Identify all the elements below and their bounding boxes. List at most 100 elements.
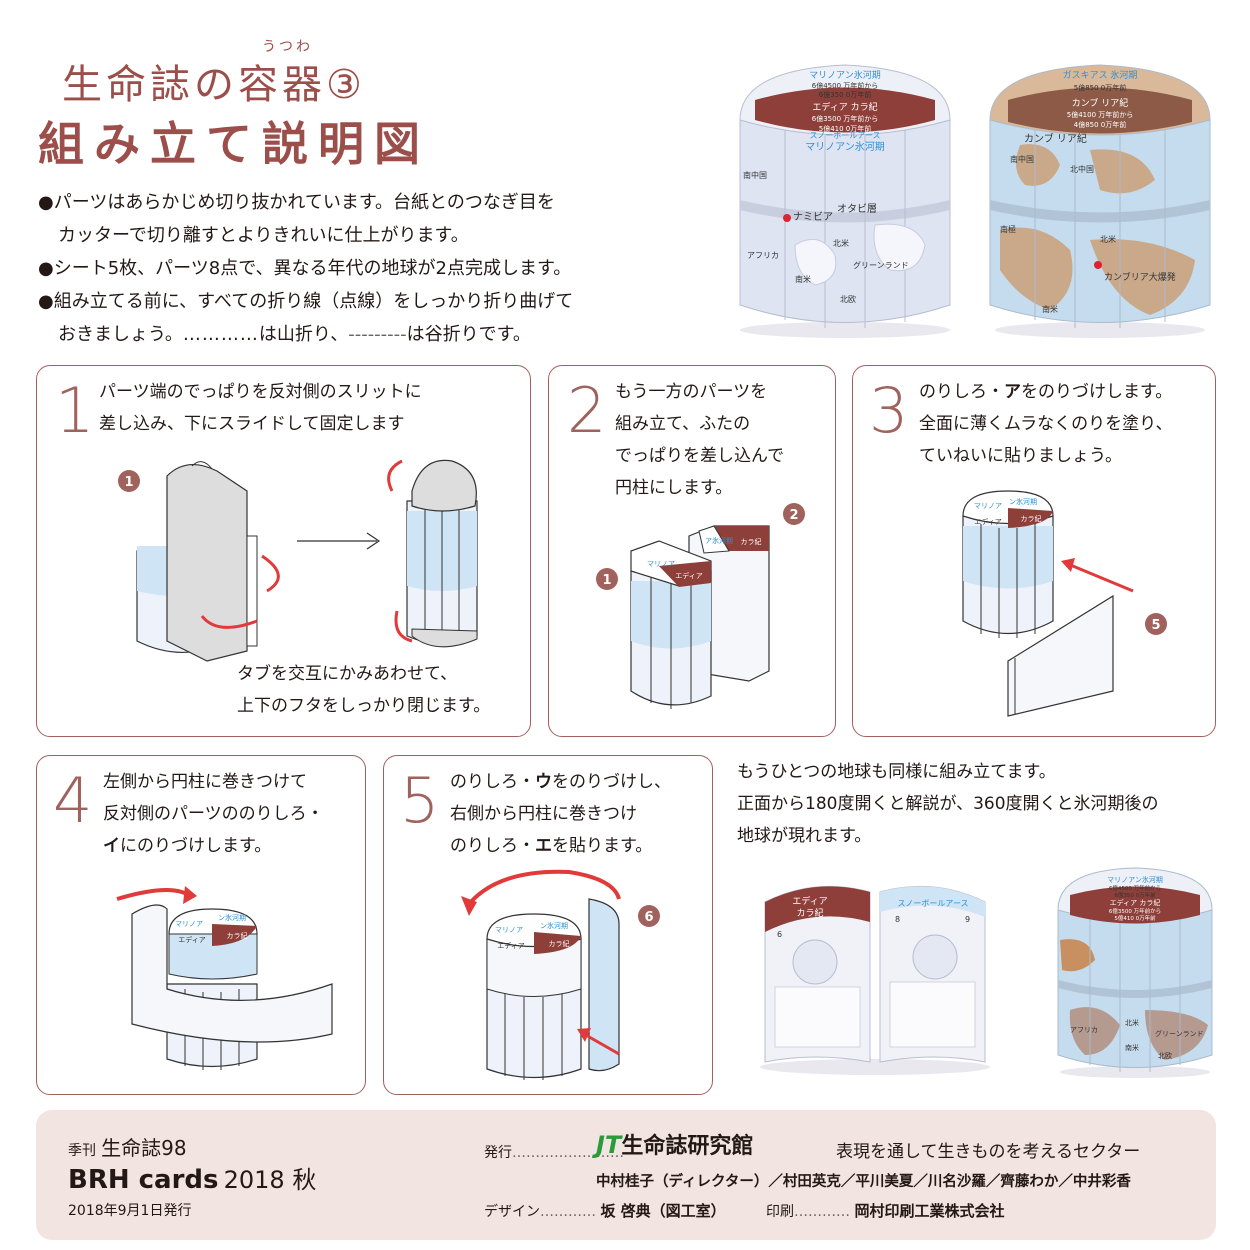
photo-label: カンブ リア紀 xyxy=(1024,132,1087,145)
step-number: 2 xyxy=(567,374,607,447)
bullet: ● xyxy=(38,258,54,279)
photo-label: マリノアン氷河期 xyxy=(805,140,885,153)
photo-label: 5億850 0万年前 xyxy=(1074,83,1127,92)
photo-label: 6億3500 万年前から xyxy=(812,114,879,123)
title-ruby: うつわ xyxy=(262,39,313,55)
photo-label: グリーンランド xyxy=(1155,1029,1204,1038)
photo-label: アフリカ xyxy=(747,251,779,260)
step-number: 5 xyxy=(400,764,440,837)
leader-dots: ………… xyxy=(794,1204,850,1220)
photo-label: 5億410 0万年前 xyxy=(819,124,872,133)
intro-line: おきましょう。…………は山折り、---------は谷折りです。 xyxy=(38,318,698,351)
step-caption: 上下のフタをしっかり閉じます。 xyxy=(237,696,491,716)
quarterly-label: 季刊 xyxy=(68,1143,96,1159)
page-subtitle: 組み立て説明図 xyxy=(38,117,430,171)
design-label: デザイン xyxy=(484,1204,540,1220)
photo-label: 6億4500 万年前から xyxy=(1109,884,1161,892)
intro-line: ●組み立てる前に、すべての折り線（点線）をしっかり折り曲げて xyxy=(38,285,698,318)
step-5-illustration: 6 マリノア ン氷河期 エディア カラ紀 xyxy=(461,869,660,1080)
badge-number: 1 xyxy=(602,573,611,588)
piece-label: ア氷河期 xyxy=(705,536,733,545)
photo-label: 5億4100 万年前から xyxy=(1067,110,1134,119)
page-title: 生命誌の容器③ xyxy=(62,62,366,108)
step-text-part: をのりづけし、 xyxy=(552,772,671,792)
photo-label: 9 xyxy=(965,915,970,924)
step-text: もう一方のパーツを xyxy=(615,382,768,402)
step-text-part: のりしろ・ xyxy=(919,382,1004,402)
step-text: のりしろ・ウをのりづけし、 xyxy=(450,766,671,798)
piece-label: ン氷河期 xyxy=(218,913,246,922)
note-text: 地球が現れます。 xyxy=(737,826,872,846)
step-text-part: のりしろ・ xyxy=(450,836,535,856)
piece-label: カラ紀 xyxy=(1021,514,1042,523)
photo-label: 北欧 xyxy=(1158,1051,1172,1060)
photo-label: エディア カラ紀 xyxy=(1110,898,1161,907)
intro-line: カッターで切り離すとよりきれいに仕上がります。 xyxy=(38,219,698,252)
step-text: パーツ端のでっぱりを反対側のスリットに xyxy=(99,382,422,402)
step-number: 3 xyxy=(869,374,909,447)
photo-opened-booklet: エディア カラ紀 スノーボールアース 6 8 9 xyxy=(760,885,990,1075)
photo-label: 6億4500 万年前から xyxy=(812,81,879,90)
step-text: 円柱にします。 xyxy=(615,478,733,498)
photo-label: 6億350 0万年前 xyxy=(819,90,872,99)
step-text: のりしろ・アをのりづけします。 xyxy=(919,376,1172,408)
step-text: ていねいに貼りましょう。 xyxy=(919,446,1122,466)
intro-text-3b: おきましょう。 xyxy=(58,324,183,345)
step-text: イにのりづけします。 xyxy=(103,830,271,862)
print-line: 印刷………… 岡村印刷工業株式会社 xyxy=(766,1200,1004,1221)
step-text: 左側から円柱に巻きつけて xyxy=(103,772,307,792)
publisher-text: 生命誌研究館 xyxy=(621,1134,754,1159)
glue-tab-letter: イ xyxy=(103,836,120,856)
photo-label: 北米 xyxy=(1125,1018,1139,1027)
designer-name: 坂 啓典（図工室） xyxy=(600,1202,726,1220)
bullet: ● xyxy=(38,192,54,213)
design-line: デザイン………… 坂 啓典（図工室） xyxy=(484,1200,726,1221)
photo-label: 6億3500 万年前から xyxy=(1109,907,1161,915)
publisher-name: JT生命誌研究館 xyxy=(596,1128,753,1160)
step-text: のりしろ・エを貼ります。 xyxy=(450,830,652,862)
photo-label: 南中国 xyxy=(1010,154,1034,164)
issue-date: 2018年9月1日発行 xyxy=(68,1203,192,1219)
tagline: 表現を通して生きものを考えるセクター xyxy=(836,1142,1141,1162)
step-text: 反対側のパーツののりしろ・ xyxy=(103,804,324,824)
piece-label: ン氷河期 xyxy=(540,921,568,930)
step-1-panel: 1 パーツ端のでっぱりを反対側のスリットに 差し込み、下にスライドして固定します… xyxy=(36,365,531,737)
photo-label: オタビ層 xyxy=(837,203,877,215)
piece-label: エディア xyxy=(497,941,525,950)
photo-label: 南中国 xyxy=(743,170,767,180)
badge-number: 2 xyxy=(789,508,798,523)
intro-text-2: シート5枚、パーツ8点で、異なる年代の地球が2点完成します。 xyxy=(53,258,572,279)
photo-label: 5億410 0万年前 xyxy=(1114,914,1156,922)
leader-dots: …………………… xyxy=(512,1145,624,1161)
photo-label: 南米 xyxy=(1042,304,1058,314)
magazine-title: 季刊 生命誌98 xyxy=(68,1132,187,1161)
piece-label: カラ紀 xyxy=(549,939,570,948)
intro-line: ●シート5枚、パーツ8点で、異なる年代の地球が2点完成します。 xyxy=(38,252,698,285)
piece-label: エディア xyxy=(178,935,206,944)
photo-label: 北欧 xyxy=(840,294,856,304)
photo-label: ナミビア xyxy=(793,211,833,223)
photo-label: マリノアン氷河期 xyxy=(809,69,881,81)
photo-label: 南極 xyxy=(1000,224,1016,234)
photo-label: 北中国 xyxy=(1070,164,1094,174)
glue-tab-letter: エ xyxy=(535,836,552,856)
photo-label: スノーボールアース xyxy=(809,131,880,140)
step-2-illustration: 2 1 カラ紀 ア氷河期 マリノア エディア xyxy=(596,503,805,709)
piece-label: カラ紀 xyxy=(741,537,762,546)
step-3-illustration: マリノア ン氷河期 エディア カラ紀 5 xyxy=(962,490,1167,717)
publisher-label: 発行 xyxy=(484,1145,512,1161)
piece-label: カラ紀 xyxy=(227,931,248,940)
step-1-illustration: 1 xyxy=(118,459,478,662)
mountain-fold-sample: ………… xyxy=(182,324,259,345)
photo-label: 北米 xyxy=(833,238,849,248)
step-5-panel: 5 のりしろ・ウをのりづけし、 右側から円柱に巻きつけ のりしろ・エを貼ります。… xyxy=(383,755,713,1095)
piece-label: マリノア xyxy=(175,920,203,928)
step-text-part: にのりづけします。 xyxy=(120,836,272,856)
photo-label: 8 xyxy=(895,915,900,924)
step-text-part: のりしろ・ xyxy=(450,772,535,792)
step-4-panel: 4 左側から円柱に巻きつけて 反対側のパーツののりしろ・ イにのりづけします。 … xyxy=(36,755,366,1095)
step-text: 差し込み、下にスライドして固定します xyxy=(99,414,405,434)
photo-label: 北米 xyxy=(1100,234,1116,244)
step-text: 全面に薄くムラなくのりを塗り、 xyxy=(919,414,1173,434)
piece-label: エディア xyxy=(974,517,1002,526)
